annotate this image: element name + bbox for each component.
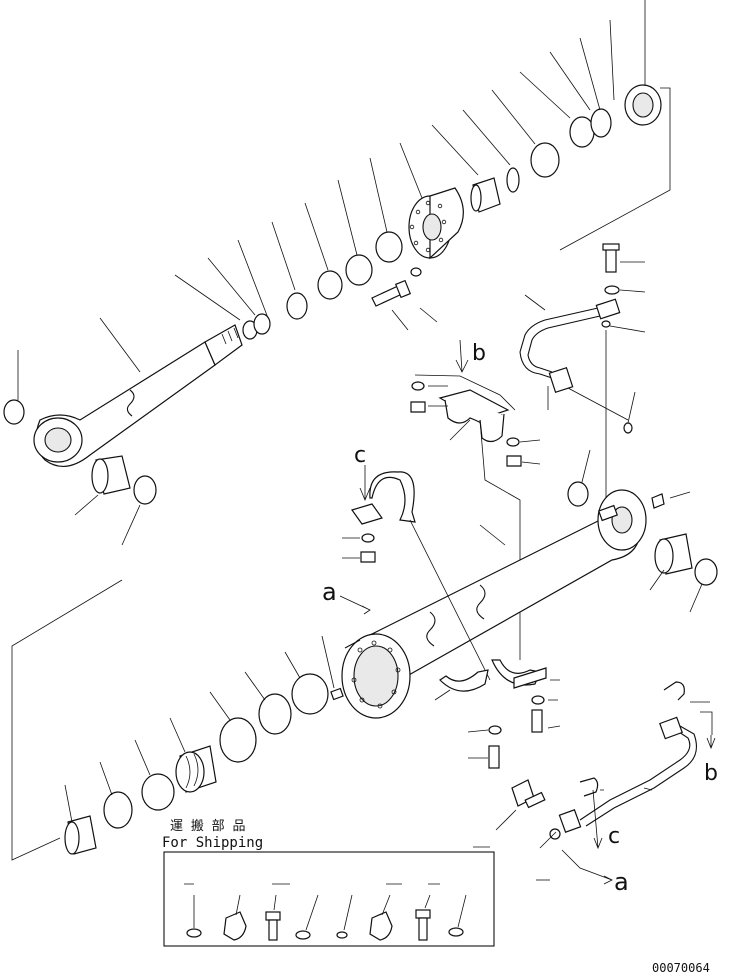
shipping-item-2 (223, 911, 247, 941)
shipping-item-1 (186, 928, 202, 938)
callout-a-bottom: a (614, 868, 629, 896)
cylinder-tube (321, 449, 718, 719)
piston-seal-set (11, 579, 361, 861)
shipping-item-7 (415, 909, 431, 919)
piston-parts (470, 84, 662, 213)
lower-pipe-assembly (339, 595, 716, 885)
shipping-item-3 (265, 911, 281, 921)
rod-bushing (91, 455, 157, 505)
rod-eye (33, 324, 243, 467)
rod-dust-seal (3, 399, 25, 425)
cylinder-head (408, 187, 464, 260)
callout-a-top: a (322, 578, 337, 606)
drawing-number: 00070064 (652, 961, 710, 975)
lower-clamps (434, 659, 561, 769)
piston-rod-assembly (3, 0, 671, 546)
shipping-label-en: For Shipping (162, 835, 263, 851)
rod-seal-rings (242, 231, 403, 340)
callout-c-top: c (354, 443, 366, 468)
shipping-box-frame (163, 851, 495, 947)
callout-b-bottom: b (704, 761, 718, 786)
callout-b-top: b (472, 341, 486, 366)
band-clamp-c (342, 465, 491, 681)
leader-lines-upper (17, 0, 671, 546)
shipping-label-jp: 運 搬 部 品 (170, 819, 245, 834)
shipping-item-6 (369, 911, 393, 941)
bolt-upper-right (601, 243, 646, 333)
head-bolt (371, 267, 422, 307)
shipping-parts-box: 運 搬 部 品 For Shipping (162, 819, 550, 947)
mount-bracket-b (410, 339, 541, 660)
shipping-item-4 (295, 930, 311, 940)
callout-c-bottom: c (608, 824, 620, 849)
shipping-item-8 (448, 927, 464, 937)
upper-pipe-assembly (519, 243, 646, 500)
shipping-item-5 (336, 931, 348, 939)
